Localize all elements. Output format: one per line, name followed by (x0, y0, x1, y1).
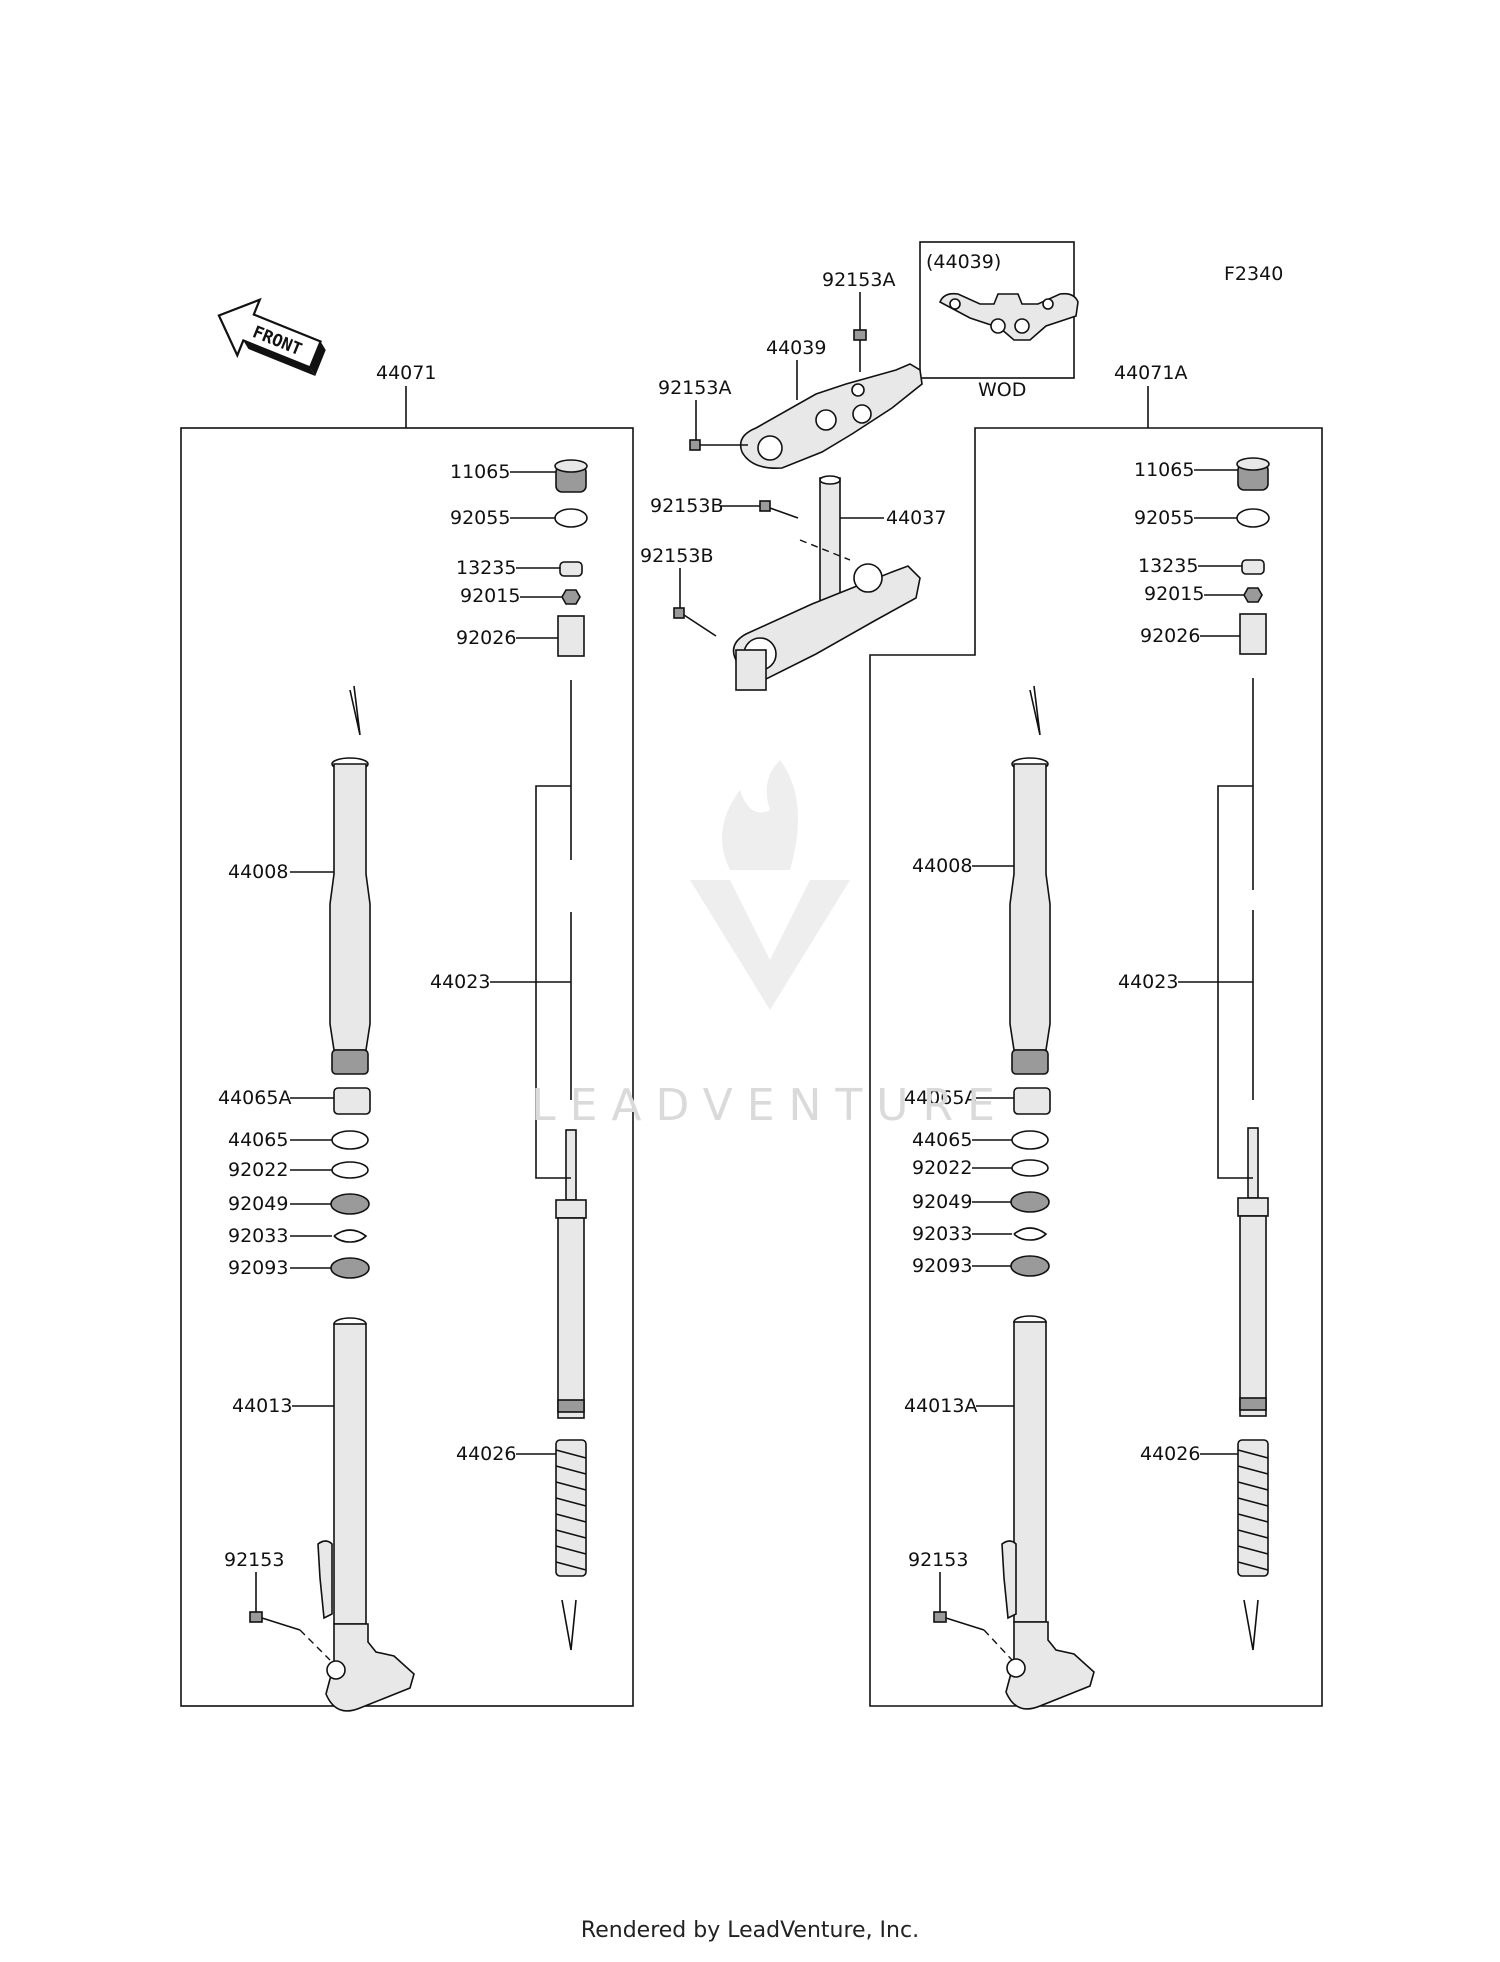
right-bushing-a-icon (1013, 1087, 1051, 1115)
inset-top-clamp-icon (938, 292, 1079, 341)
label-44039: 44039 (766, 337, 826, 359)
assembly-right-label: 44071A (1114, 362, 1187, 384)
front-arrow-icon: FRONT (217, 297, 326, 377)
left-label-92022: 92022 (228, 1159, 288, 1181)
inset-caption: WOD (978, 379, 1026, 401)
left-spacer-icon (557, 615, 585, 657)
assembly-left-label: 44071 (376, 362, 436, 384)
left-label-44013: 44013 (232, 1395, 292, 1417)
bolt-92153B-1-icon (759, 500, 799, 519)
right-label-44065A: 44065A (904, 1087, 977, 1109)
right-cap-icon (1236, 457, 1270, 491)
left-label-13235: 13235 (456, 557, 516, 579)
watermark: LEADVENTURE (531, 1080, 1009, 1131)
left-bolt-92153-icon (249, 1611, 331, 1661)
right-label-92026: 92026 (1140, 625, 1200, 647)
right-nut-icon (1243, 587, 1263, 603)
left-dust-seal-icon (330, 1257, 370, 1279)
left-label-92033: 92033 (228, 1225, 288, 1247)
assembly-left-box (180, 427, 634, 1707)
right-collar-icon (1241, 559, 1265, 575)
left-bushing-a-icon (333, 1087, 371, 1115)
left-oil-seal-icon (330, 1193, 370, 1215)
right-label-44026: 44026 (1140, 1443, 1200, 1465)
right-inner-tube-icon (1001, 1315, 1095, 1710)
bolt-92153B-2-icon (673, 607, 717, 637)
label-92153A-top: 92153A (822, 269, 895, 291)
left-collar-icon (559, 561, 583, 577)
right-label-92022: 92022 (912, 1157, 972, 1179)
steering-stem-44037-icon (732, 475, 921, 691)
bolt-92153A-left-icon (689, 439, 748, 451)
diagram-code: F2340 (1224, 263, 1283, 285)
right-label-92015: 92015 (1144, 583, 1204, 605)
left-label-44023: 44023 (430, 971, 490, 993)
left-label-44065: 44065 (228, 1129, 288, 1151)
right-spacer-icon (1239, 613, 1267, 655)
left-circlip-icon (333, 1229, 368, 1243)
right-circlip-icon (1013, 1227, 1048, 1241)
right-label-44023: 44023 (1118, 971, 1178, 993)
left-label-92153: 92153 (224, 1549, 284, 1571)
right-label-92055: 92055 (1134, 507, 1194, 529)
right-label-92033: 92033 (912, 1223, 972, 1245)
right-label-13235: 13235 (1138, 555, 1198, 577)
right-label-92093: 92093 (912, 1255, 972, 1277)
right-label-92049: 92049 (912, 1191, 972, 1213)
right-dust-seal-icon (1010, 1255, 1050, 1277)
left-cap-icon (554, 459, 588, 493)
right-oring-icon (1236, 508, 1270, 528)
left-bushing-icon (331, 1130, 369, 1150)
left-label-11065: 11065 (450, 461, 510, 483)
left-outer-tube-icon (329, 685, 371, 1075)
right-label-44013A: 44013A (904, 1395, 977, 1417)
right-bolt-92153-icon (933, 1611, 1013, 1661)
left-inner-tube-icon (317, 1317, 415, 1712)
label-92153B-1: 92153B (650, 495, 723, 517)
top-clamp-44039-icon (739, 363, 923, 469)
left-nut-icon (561, 589, 581, 605)
watermark-logo-icon (690, 760, 850, 1010)
left-label-44008: 44008 (228, 861, 288, 883)
left-label-92015: 92015 (460, 585, 520, 607)
left-oring-icon (554, 508, 588, 528)
left-label-92026: 92026 (456, 627, 516, 649)
left-spring-icon (555, 1439, 587, 1577)
right-label-44008: 44008 (912, 855, 972, 877)
label-44037: 44037 (886, 507, 946, 529)
assembly-right-box (869, 427, 1323, 1707)
right-label-11065: 11065 (1134, 459, 1194, 481)
right-outer-tube-icon (1009, 685, 1051, 1075)
right-spring-icon (1237, 1439, 1269, 1577)
right-label-44065: 44065 (912, 1129, 972, 1151)
right-label-92153: 92153 (908, 1549, 968, 1571)
label-92153A-left: 92153A (658, 377, 731, 399)
left-washer-icon (331, 1161, 369, 1179)
label-92153B-2: 92153B (640, 545, 713, 567)
left-label-92055: 92055 (450, 507, 510, 529)
left-label-44026: 44026 (456, 1443, 516, 1465)
left-label-92093: 92093 (228, 1257, 288, 1279)
left-label-44065A: 44065A (218, 1087, 291, 1109)
bolt-92153A-top-icon (853, 329, 867, 372)
left-label-92049: 92049 (228, 1193, 288, 1215)
right-washer-icon (1011, 1159, 1049, 1177)
right-damper-rod-icon (1237, 678, 1269, 1417)
right-bushing-icon (1011, 1130, 1049, 1150)
right-oil-seal-icon (1010, 1191, 1050, 1213)
inset-ref: (44039) (926, 251, 1001, 273)
left-damper-rod-icon (555, 680, 587, 1419)
footer-credit: Rendered by LeadVenture, Inc. (580, 1918, 920, 1943)
